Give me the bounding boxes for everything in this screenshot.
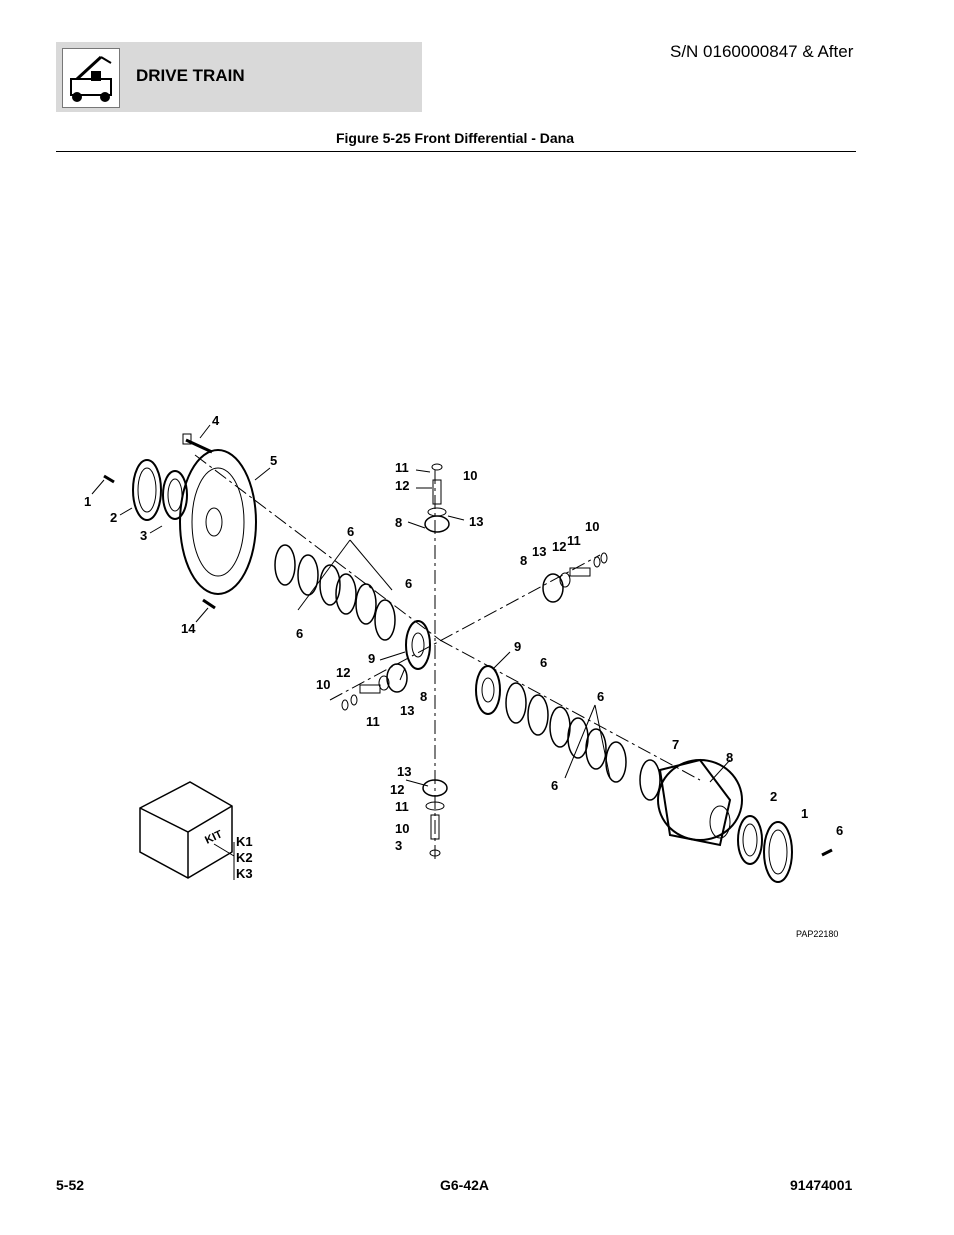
callout-number: 10 (463, 468, 477, 483)
model-number: G6-42A (440, 1177, 490, 1193)
callout-number: 12 (552, 539, 566, 554)
callout-number: 6 (551, 778, 558, 793)
callout-number: 3 (140, 528, 147, 543)
callout-number: 6 (540, 655, 547, 670)
callout-number: 8 (726, 750, 733, 765)
callout-number: 2 (110, 510, 117, 525)
header-divider (56, 151, 856, 152)
callout-number: 11 (395, 460, 409, 475)
kit-label: K2 (236, 850, 253, 865)
callout-number: 3 (395, 838, 402, 853)
callout-number: 13 (532, 544, 546, 559)
callout-number: 12 (395, 478, 409, 493)
callout-number: 10 (395, 821, 409, 836)
callout-number: 11 (395, 799, 409, 814)
callout-number: 8 (420, 689, 427, 704)
callout-number: 8 (520, 553, 527, 568)
callout-number: 6 (836, 823, 843, 838)
callout-number: 13 (397, 764, 411, 779)
callout-number: 11 (567, 533, 581, 548)
callout-number: 12 (336, 665, 350, 680)
callout-number: 6 (405, 576, 412, 591)
callout-number: 6 (597, 689, 604, 704)
callout-number: 6 (347, 524, 354, 539)
callout-number: 6 (296, 626, 303, 641)
serial-number: S/N 0160000847 & After (670, 42, 854, 61)
callout-number: 5 (270, 453, 277, 468)
callout-number: 2 (770, 789, 777, 804)
page-number: 5-52 (56, 1177, 85, 1193)
callout-number: 10 (585, 519, 599, 534)
callout-number: 1 (84, 494, 91, 509)
callout-number: 1 (801, 806, 808, 821)
kit-label: K1 (236, 834, 253, 849)
section-title: DRIVE TRAIN (136, 66, 245, 85)
callout-number: 11 (366, 714, 380, 729)
figure-title: Figure 5-25 Front Differential - Dana (335, 130, 575, 146)
kit-box-label: KIT (203, 828, 224, 846)
kit-label: K3 (236, 866, 253, 881)
callout-number: 14 (181, 621, 196, 636)
callout-number: 10 (316, 677, 330, 692)
callout-number: 9 (368, 651, 375, 666)
callout-number: 13 (469, 514, 483, 529)
header-banner: DRIVE TRAIN (56, 42, 422, 112)
callout-number: 4 (212, 413, 220, 428)
callout-number: 8 (395, 515, 402, 530)
callout-number: 12 (390, 782, 404, 797)
figure-code: PAP22180 (796, 929, 838, 939)
callout-number: 7 (672, 737, 679, 752)
callout-number: 9 (514, 639, 521, 654)
machine-icon (62, 48, 120, 108)
document-number: 91474001 (790, 1177, 853, 1193)
callout-number: 13 (400, 703, 414, 718)
